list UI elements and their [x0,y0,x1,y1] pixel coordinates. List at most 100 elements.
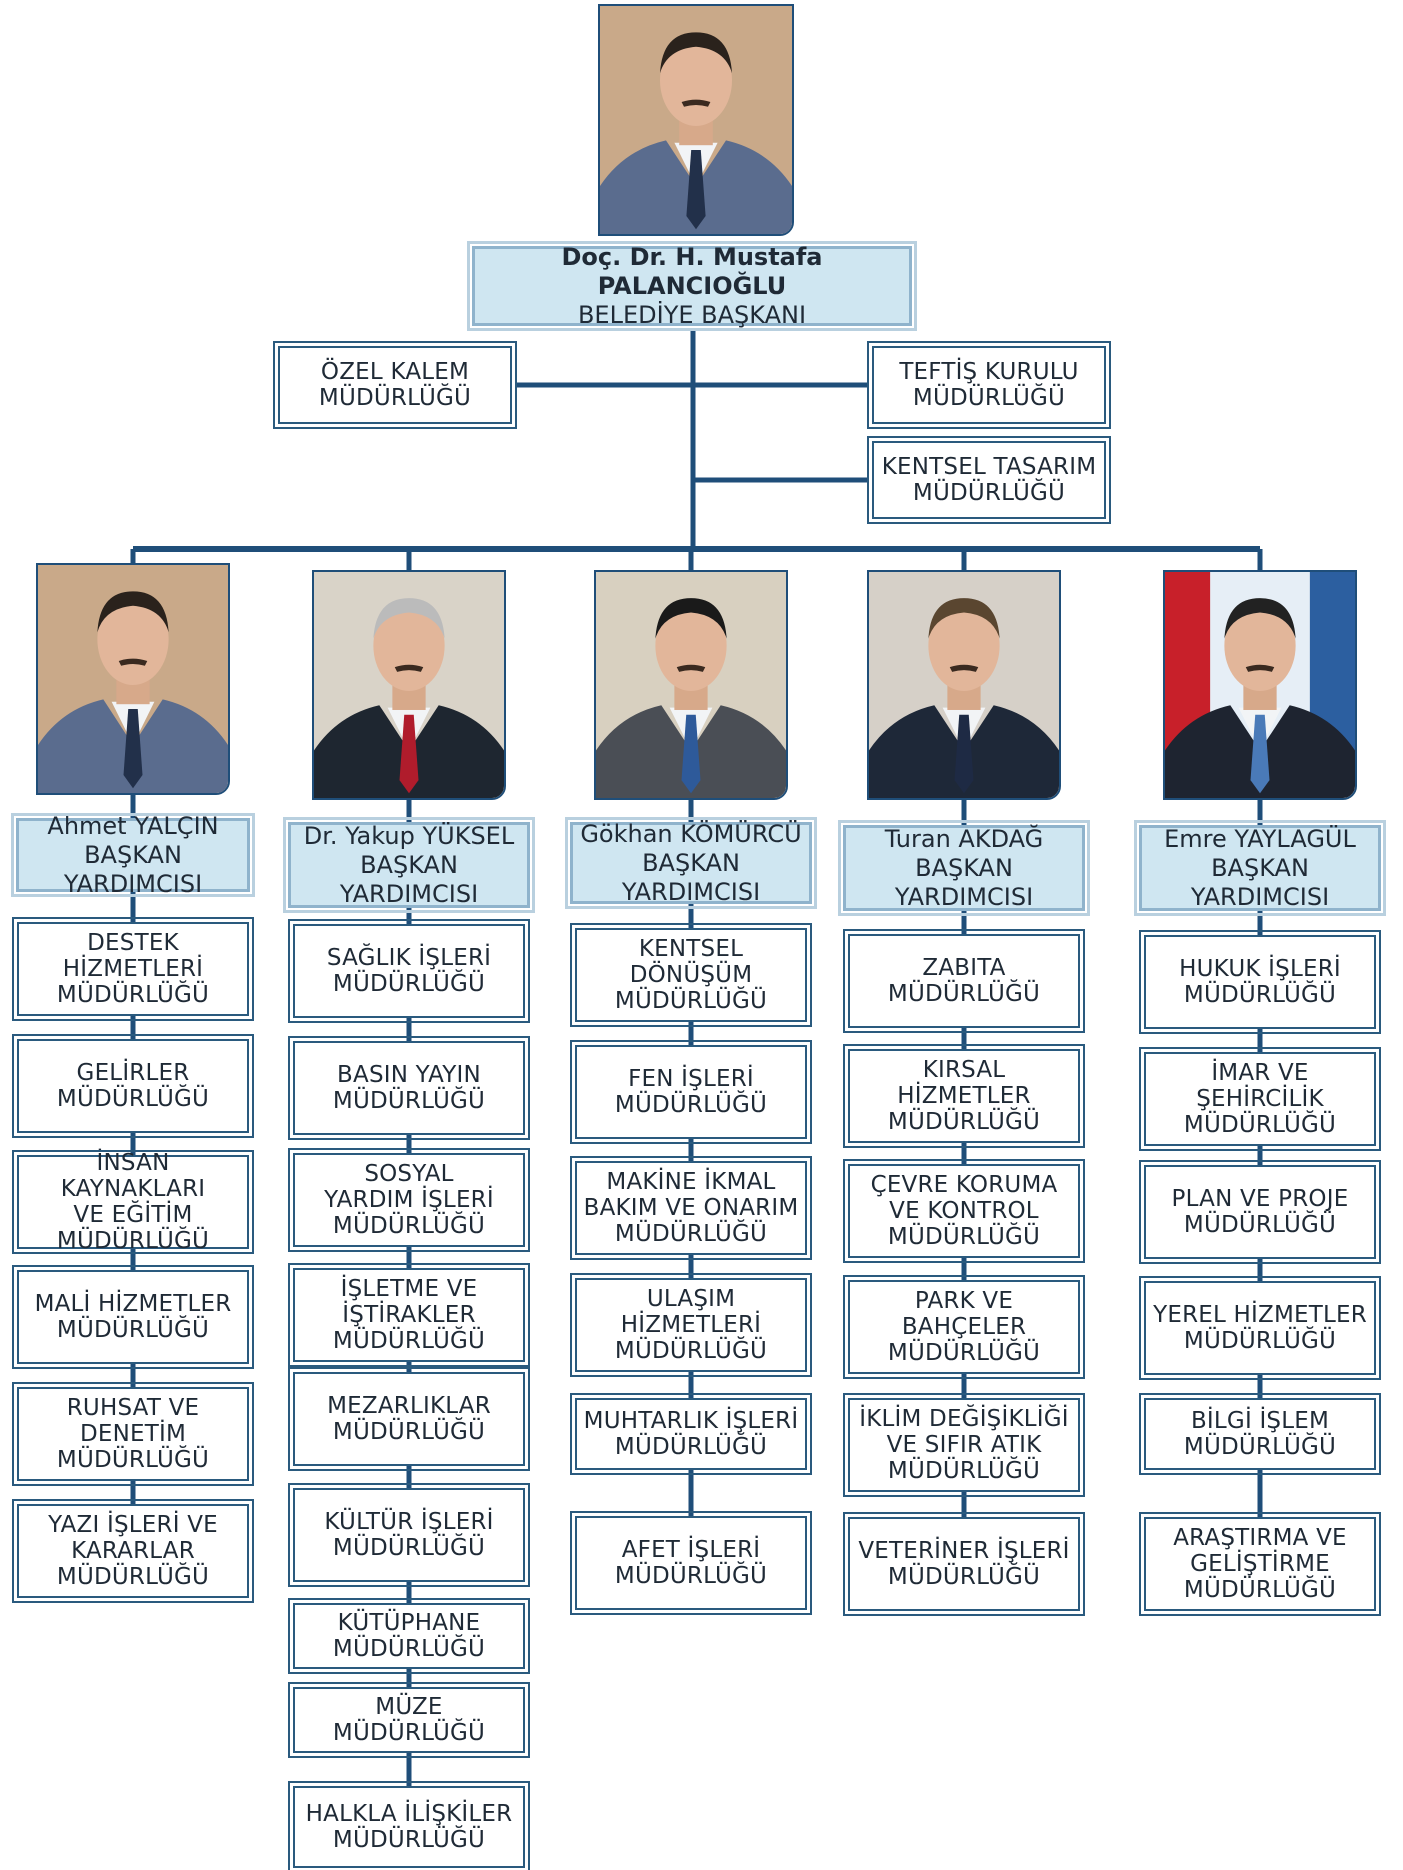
unit-label-line: MÜDÜRLÜĞÜ [912,385,1066,411]
unit-label-line: MÜDÜRLÜĞÜ [887,1340,1041,1366]
person-title: BAŞKAN YARDIMCISI [339,850,479,908]
unit-label-line: MÜDÜRLÜĞÜ [614,1092,768,1118]
unit-label-line: MÜDÜRLÜĞÜ [1183,1434,1337,1460]
portrait-photo [867,570,1061,800]
unit-label-line: MÜDÜRLÜĞÜ [56,982,210,1008]
unit-label-line: MÜDÜRLÜĞÜ [332,1720,486,1746]
portrait-photo [1163,570,1357,800]
unit-label-line: MÜDÜRLÜĞÜ [887,1458,1041,1484]
unit-label-line: PARK VE [914,1288,1014,1314]
unit-label-line: MÜDÜRLÜĞÜ [56,1228,210,1254]
unit-label-line: MÜDÜRLÜĞÜ [614,1221,768,1247]
unit-label-line: MALİ HİZMETLER [34,1291,232,1317]
unit-label-line: İŞLETME VE [340,1276,478,1302]
unit-label-line: RUHSAT VE [66,1395,200,1421]
unit-label-line: DESTEK [87,930,179,956]
unit-label-line: HALKLA İLİŞKİLER [305,1801,513,1827]
unit-label-line: MÜDÜRLÜĞÜ [332,1636,486,1662]
unit-label-line: YARDIM İŞLERİ [324,1187,494,1213]
unit-label-line: MÜDÜRLÜĞÜ [614,1434,768,1460]
unit-label-line: MAKİNE İKMAL [606,1169,776,1195]
unit-label-line: YAZI İŞLERİ VE [48,1512,218,1538]
unit-label-line: MUHTARLIK İŞLERİ [583,1408,799,1434]
unit-label-line: MÜDÜRLÜĞÜ [614,988,768,1014]
unit-label-line: MÜDÜRLÜĞÜ [1183,1328,1337,1354]
unit-label-line: ZABITA [922,955,1006,981]
unit-label-line: MÜDÜRLÜĞÜ [887,1564,1041,1590]
unit-label-line: KIRSAL HİZMETLER [897,1057,1031,1109]
unit-label-line: HİZMETLERİ [620,1312,762,1338]
unit-label-line: DENETİM [79,1421,187,1447]
unit-label-line: KÜTÜPHANE [337,1610,481,1636]
unit-label-line: KENTSEL TASARIM [881,454,1097,480]
person-title: BAŞKAN YARDIMCISI [621,848,761,906]
portrait-photo [312,570,506,800]
unit-label-line: ÇEVRE KORUMA [870,1172,1058,1198]
portrait-photo [598,4,794,236]
unit-label-line: ÖZEL KALEM [320,359,470,385]
unit-label-line: MÜDÜRLÜĞÜ [1183,982,1337,1008]
unit-label-line: KÜLTÜR İŞLERİ [324,1509,494,1535]
unit-label-line: TEFTİŞ KURULU [899,359,1079,385]
unit-label-line: BAKIM VE ONARIM [583,1195,799,1221]
unit-label-line: MÜDÜRLÜĞÜ [887,1224,1041,1250]
unit-label-line: MÜDÜRLÜĞÜ [614,1338,768,1364]
unit-label-line: SAĞLIK İŞLERİ [326,945,492,971]
unit-label-line: MÜDÜRLÜĞÜ [56,1317,210,1343]
unit-label-line: MÜDÜRLÜĞÜ [56,1564,210,1590]
unit-label-line: SOSYAL [364,1161,454,1187]
unit-label-line: MÜDÜRLÜĞÜ [332,971,486,997]
unit-label-line: VETERİNER İŞLERİ [858,1538,1070,1564]
unit-label-line: BASIN YAYIN [337,1062,481,1088]
portrait-photo [594,570,788,800]
